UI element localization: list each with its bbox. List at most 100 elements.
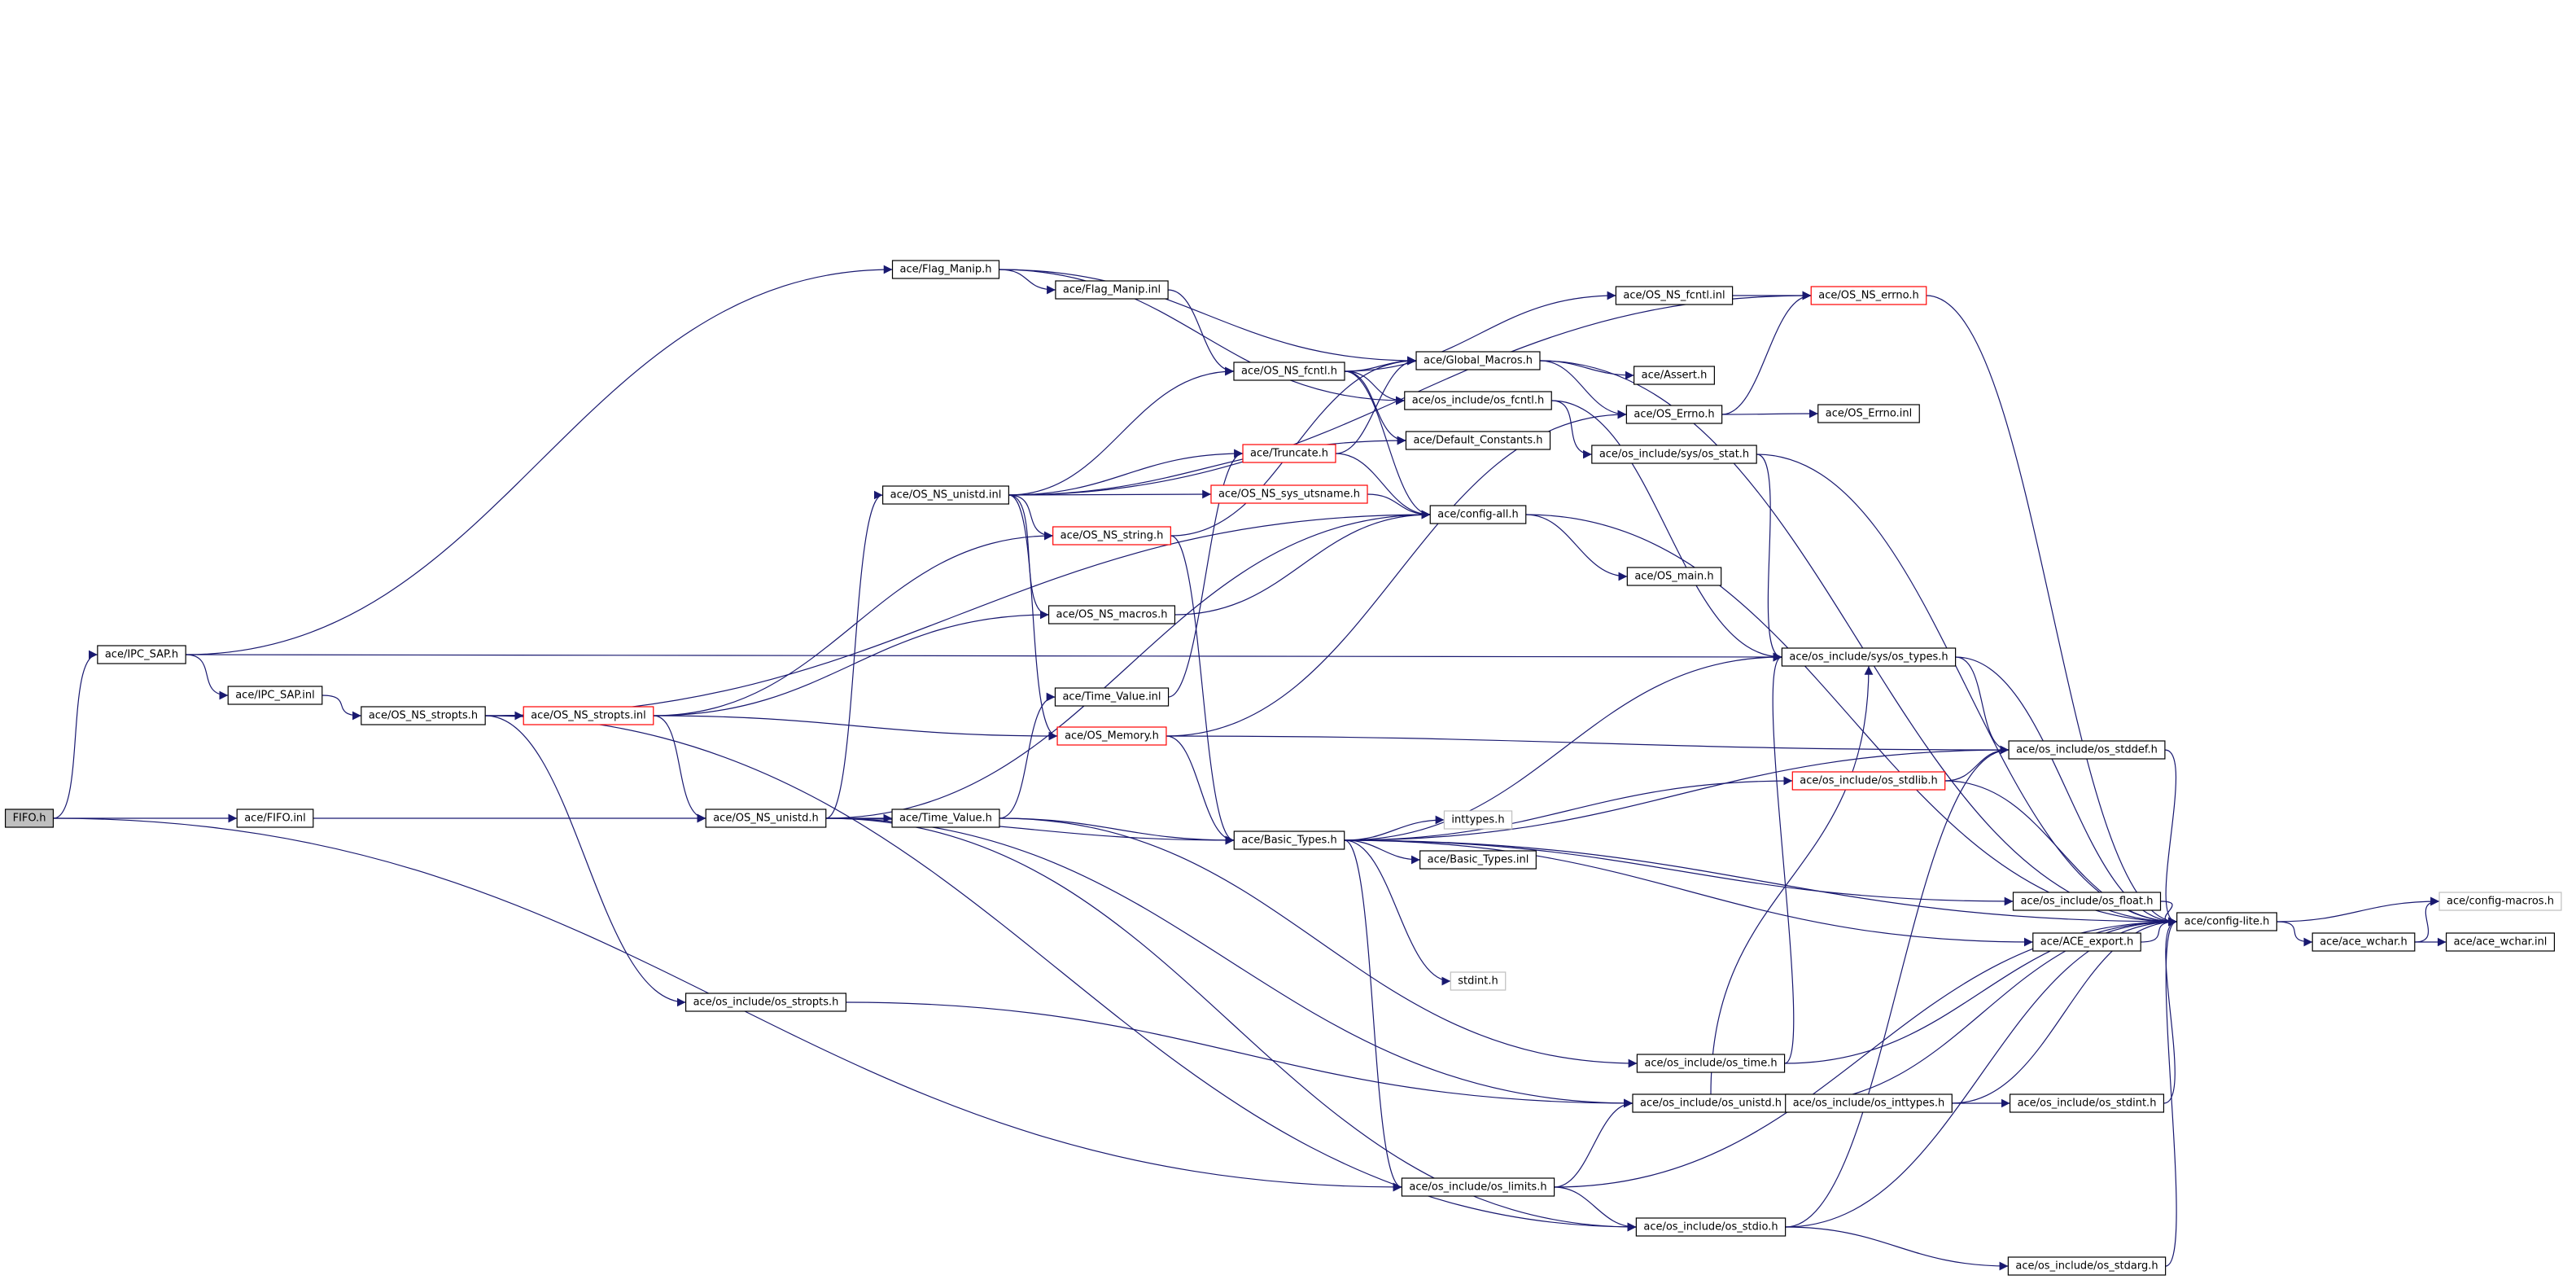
node-os-errno-inl[interactable]: ace/OS_Errno.inl (1817, 404, 1920, 423)
node-config-all-h[interactable]: ace/config-all.h (1429, 505, 1527, 524)
edge-os-ns-errno-h-to-config-lite-h (1926, 295, 2177, 927)
node-os-include-os-stdio-h[interactable]: ace/os_include/os_stdio.h (1635, 1217, 1787, 1237)
node-label: inttypes.h (1451, 814, 1504, 826)
node-os-include-os-stdarg-h[interactable]: ace/os_include/os_stdarg.h (2007, 1256, 2167, 1276)
node-os-ns-sys-utsname-h[interactable]: ace/OS_NS_sys_utsname.h (1210, 484, 1368, 504)
node-ipc-sap-inl[interactable]: ace/IPC_SAP.inl (227, 686, 323, 705)
edge-os-ns-unistd-h-to-os-ns-unistd-inl (825, 490, 883, 819)
node-truncate-h[interactable]: ace/Truncate.h (1242, 444, 1336, 463)
node-label: ace/os_include/os_stdlib.h (1800, 775, 1937, 787)
edge-flag-manip-h-to-os-include-os-fcntl-h (999, 269, 1405, 405)
node-label: ace/OS_NS_sys_utsname.h (1218, 489, 1360, 501)
edge-os-include-sys-os-stat-h-to-os-include-sys-os-types-h (1756, 454, 1782, 662)
edge-time-value-h-to-time-value-inl (999, 692, 1056, 819)
node-box (2012, 892, 2162, 911)
node-label: ace/Time_Value.inl (1062, 691, 1161, 703)
node-os-errno-h[interactable]: ace/OS_Errno.h (1625, 405, 1723, 424)
edge-os-ns-stropts-inl-to-os-ns-macros-h (653, 610, 1049, 716)
node-inttypes-h[interactable]: inttypes.h (1443, 810, 1513, 830)
node-os-ns-macros-h[interactable]: ace/OS_NS_macros.h (1047, 605, 1176, 624)
node-os-include-os-stdint-h[interactable]: ace/os_include/os_stdint.h (2009, 1093, 2165, 1113)
node-fifo-inl[interactable]: ace/FIFO.inl (236, 809, 314, 828)
node-time-value-inl[interactable]: ace/Time_Value.inl (1054, 687, 1170, 707)
node-fifo-h[interactable]: FIFO.h (4, 809, 55, 828)
node-flag-manip-inl[interactable]: ace/Flag_Manip.inl (1055, 280, 1169, 300)
node-config-macros-h[interactable]: ace/config-macros.h (2438, 892, 2562, 911)
edge-flag-manip-inl-to-os-ns-fcntl-h (1168, 289, 1235, 376)
edge-os-ns-stropts-h-to-os-include-os-stdio-h (485, 715, 1637, 1232)
node-os-memory-h[interactable]: ace/OS_Memory.h (1056, 726, 1167, 746)
node-basic-types-inl[interactable]: ace/Basic_Types.inl (1419, 850, 1537, 870)
node-os-main-h[interactable]: ace/OS_main.h (1626, 567, 1722, 586)
node-os-ns-unistd-h[interactable]: ace/OS_NS_unistd.h (705, 809, 827, 828)
node-os-ns-unistd-inl[interactable]: ace/OS_NS_unistd.inl (882, 485, 1009, 505)
node-box (1233, 830, 1345, 850)
node-box (2311, 932, 2416, 952)
node-os-include-os-stropts-h[interactable]: ace/os_include/os_stropts.h (684, 993, 847, 1012)
node-label: ace/OS_NS_unistd.h (713, 813, 819, 825)
node-os-include-os-fcntl-h[interactable]: ace/os_include/os_fcntl.h (1404, 391, 1552, 410)
node-time-value-h[interactable]: ace/Time_Value.h (891, 809, 1000, 828)
node-ipc-sap-h[interactable]: ace/IPC_SAP.h (97, 645, 186, 664)
edge-ace-wchar-h-to-config-macros-h (2414, 896, 2440, 943)
edge-os-include-sys-os-types-h-to-os-include-os-stddef-h (1955, 656, 2010, 755)
node-os-include-sys-os-stat-h[interactable]: ace/os_include/sys/os_stat.h (1591, 445, 1757, 464)
node-global-macros-h[interactable]: ace/Global_Macros.h (1415, 351, 1541, 370)
node-label: ace/OS_NS_macros.h (1056, 609, 1168, 621)
edge-os-ns-unistd-inl-to-os-ns-string-h (1008, 494, 1053, 541)
node-os-include-os-limits-h[interactable]: ace/os_include/os_limits.h (1401, 1177, 1555, 1197)
node-os-include-os-stddef-h[interactable]: ace/os_include/os_stddef.h (2008, 740, 2166, 760)
node-ace-export-h[interactable]: ace/ACE_export.h (2032, 932, 2141, 952)
node-label: ace/os_include/os_unistd.h (1640, 1098, 1782, 1110)
node-flag-manip-h[interactable]: ace/Flag_Manip.h (891, 260, 1000, 279)
node-stdint-h[interactable]: stdint.h (1450, 971, 1507, 991)
node-box (1817, 404, 1920, 423)
edge-os-include-os-unistd-h-to-os-include-sys-os-types-h (1710, 665, 1874, 1095)
node-os-include-os-unistd-h[interactable]: ace/os_include/os_unistd.h (1632, 1093, 1790, 1113)
node-config-lite-h[interactable]: ace/config-lite.h (2176, 912, 2277, 931)
node-box (891, 809, 1000, 828)
node-basic-types-h[interactable]: ace/Basic_Types.h (1233, 830, 1345, 850)
edge-config-all-h-to-config-lite-h (1525, 514, 2177, 927)
edge-config-all-h-to-os-main-h (1525, 514, 1628, 581)
node-label: ace/os_include/os_limits.h (1409, 1181, 1546, 1194)
edge-os-ns-unistd-inl-to-os-ns-fcntl-h (1008, 366, 1235, 496)
edge-fifo-h-to-ipc-sap-h (53, 650, 98, 819)
node-os-include-os-inttypes-h[interactable]: ace/os_include/os_inttypes.h (1785, 1093, 1953, 1113)
node-os-include-os-float-h[interactable]: ace/os_include/os_float.h (2012, 892, 2162, 911)
node-os-ns-string-h[interactable]: ace/OS_NS_string.h (1052, 526, 1171, 546)
edge-os-include-sys-os-types-h-to-config-lite-h (1955, 656, 2177, 927)
node-box (1401, 1177, 1555, 1197)
node-box (1052, 526, 1171, 546)
node-os-ns-fcntl-inl[interactable]: ace/OS_NS_fcntl.inl (1615, 286, 1734, 305)
node-default-constants-h[interactable]: ace/Default_Constants.h (1405, 431, 1551, 450)
node-label: FIFO.h (13, 813, 46, 825)
node-label: ace/IPC_SAP.inl (235, 690, 315, 702)
node-label: ace/OS_NS_stropts.h (369, 710, 478, 722)
node-os-include-os-stdlib-h[interactable]: ace/os_include/os_stdlib.h (1791, 771, 1946, 791)
node-label: stdint.h (1458, 975, 1498, 988)
edge-os-ns-stropts-h-to-config-all-h (485, 510, 1431, 716)
node-os-ns-stropts-h[interactable]: ace/OS_NS_stropts.h (361, 706, 486, 725)
node-ace-wchar-inl[interactable]: ace/ace_wchar.inl (2445, 932, 2556, 952)
edge-basic-types-h-to-basic-types-inl (1344, 839, 1420, 865)
node-label: ace/config-macros.h (2447, 896, 2554, 908)
edge-os-ns-fcntl-h-to-global-macros-h (1344, 356, 1417, 372)
node-os-ns-fcntl-h[interactable]: ace/OS_NS_fcntl.h (1233, 362, 1345, 381)
node-box (1591, 445, 1757, 464)
node-box (1415, 351, 1541, 370)
edge-os-memory-h-to-os-include-os-stddef-h (1166, 735, 2010, 755)
node-assert-h[interactable]: ace/Assert.h (1634, 366, 1715, 385)
edge-os-include-os-limits-h-to-os-include-os-unistd-h (1554, 1098, 1633, 1188)
node-os-ns-errno-h[interactable]: ace/OS_NS_errno.h (1810, 286, 1927, 305)
edge-os-include-os-stdarg-h-to-config-lite-h (2165, 917, 2177, 1267)
node-os-include-os-time-h[interactable]: ace/os_include/os_time.h (1636, 1054, 1786, 1073)
node-box (1419, 850, 1537, 870)
node-ace-wchar-h[interactable]: ace/ace_wchar.h (2311, 932, 2416, 952)
node-os-include-sys-os-types-h[interactable]: ace/os_include/sys/os_types.h (1781, 647, 1957, 667)
edge-basic-types-h-to-ace-export-h (1344, 839, 2033, 947)
node-box (1450, 971, 1507, 991)
node-os-ns-stropts-inl[interactable]: ace/OS_NS_stropts.inl (523, 706, 654, 725)
edge-basic-types-h-to-os-include-sys-os-types-h (1344, 652, 1782, 841)
edge-os-include-sys-os-stat-h-to-config-lite-h (1756, 454, 2177, 927)
